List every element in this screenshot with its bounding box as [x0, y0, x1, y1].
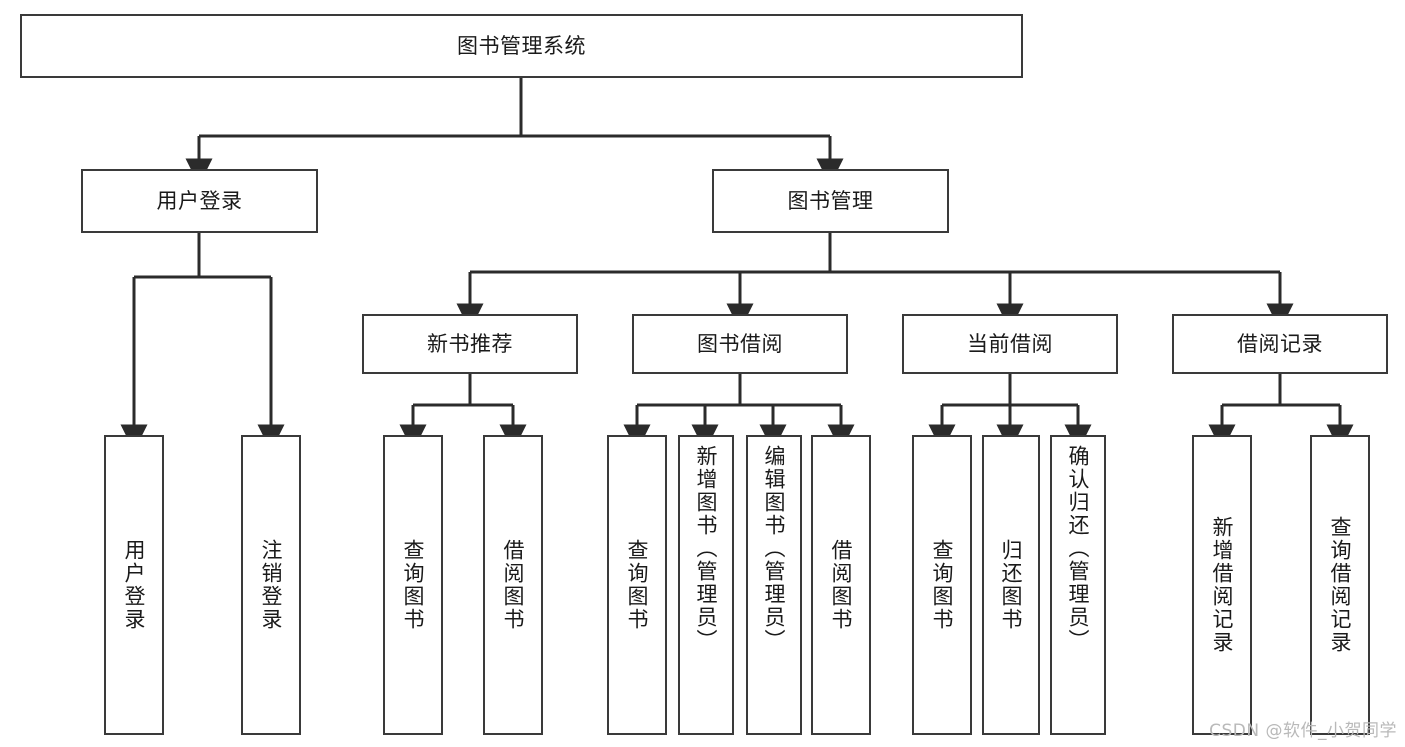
leaf-currentborrow-query-book[interactable]: 查询图书 — [912, 435, 972, 735]
node-book-borrow[interactable]: 图书借阅 — [632, 314, 848, 374]
leaf-borrowrecord-add-record[interactable]: 新增借阅记录 — [1192, 435, 1252, 735]
watermark-text: CSDN @软件_小贺同学 — [1209, 721, 1397, 741]
node-label: 新增借阅记录 — [1210, 516, 1235, 654]
leaf-bookborrow-add-book-admin[interactable]: 新增图书（管理员） — [678, 435, 734, 735]
node-label: 查询图书 — [625, 539, 650, 631]
node-label: 编辑图书（管理员） — [762, 445, 787, 652]
node-book-management[interactable]: 图书管理 — [712, 169, 949, 233]
node-label: 新增图书（管理员） — [694, 445, 719, 652]
node-label: 借阅图书 — [829, 539, 854, 631]
node-borrow-record[interactable]: 借阅记录 — [1172, 314, 1388, 374]
node-label: 当前借阅 — [967, 331, 1053, 356]
node-label: 用户登录 — [122, 539, 147, 631]
node-label: 图书借阅 — [697, 331, 783, 356]
leaf-borrowrecord-query-record[interactable]: 查询借阅记录 — [1310, 435, 1370, 735]
leaf-user-login[interactable]: 用户登录 — [104, 435, 164, 735]
leaf-bookborrow-query-book[interactable]: 查询图书 — [607, 435, 667, 735]
node-label: 查询借阅记录 — [1328, 516, 1353, 654]
node-label: 查询图书 — [401, 539, 426, 631]
node-user-login[interactable]: 用户登录 — [81, 169, 318, 233]
node-label: 用户登录 — [156, 188, 243, 213]
node-label: 新书推荐 — [427, 331, 513, 356]
node-label: 注销登录 — [259, 539, 284, 631]
node-new-book-recommend[interactable]: 新书推荐 — [362, 314, 578, 374]
node-label: 确认归还（管理员） — [1066, 445, 1091, 652]
node-label: 查询图书 — [930, 539, 955, 631]
leaf-newbook-borrow-book[interactable]: 借阅图书 — [483, 435, 543, 735]
leaf-newbook-query-book[interactable]: 查询图书 — [383, 435, 443, 735]
leaf-bookborrow-borrow-book[interactable]: 借阅图书 — [811, 435, 871, 735]
node-label: 归还图书 — [999, 539, 1024, 631]
leaf-logout[interactable]: 注销登录 — [241, 435, 301, 735]
node-current-borrow[interactable]: 当前借阅 — [902, 314, 1118, 374]
leaf-bookborrow-edit-book-admin[interactable]: 编辑图书（管理员） — [746, 435, 802, 735]
node-label: 借阅图书 — [501, 539, 526, 631]
leaf-currentborrow-return-book[interactable]: 归还图书 — [982, 435, 1040, 735]
node-label: 图书管理系统 — [457, 33, 586, 58]
node-root-system[interactable]: 图书管理系统 — [20, 14, 1023, 78]
leaf-currentborrow-confirm-return-admin[interactable]: 确认归还（管理员） — [1050, 435, 1106, 735]
node-label: 图书管理 — [787, 188, 874, 213]
node-label: 借阅记录 — [1237, 331, 1323, 356]
